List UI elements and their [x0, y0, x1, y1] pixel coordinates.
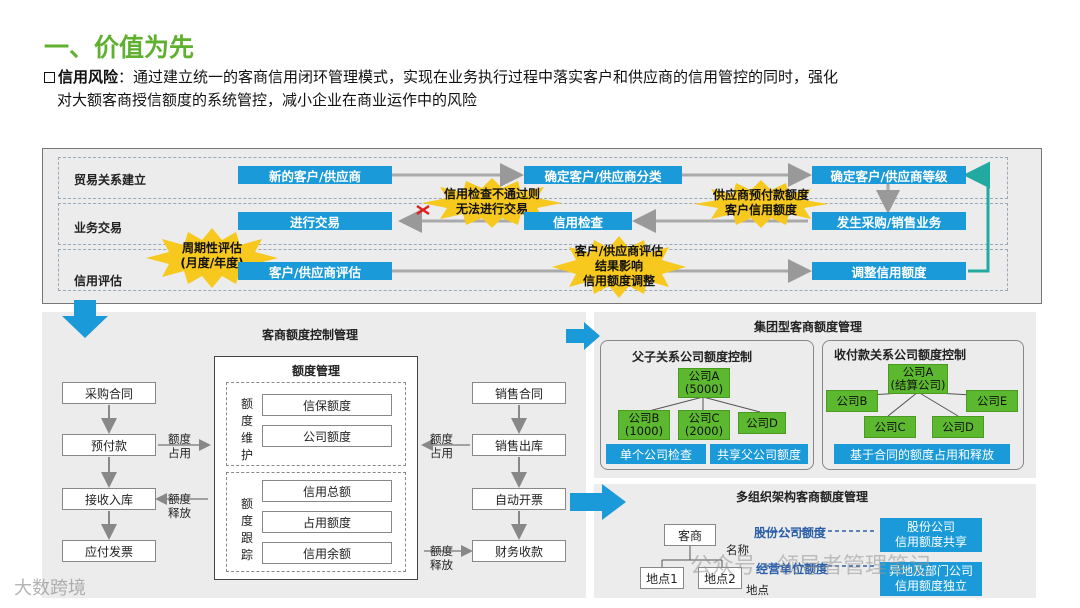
- burst-result-text: 客户/供应商评估结果影响信用额度调整: [574, 244, 664, 288]
- checkbox-bullet-icon: [44, 72, 55, 83]
- label-release-right: 额度释放: [430, 544, 453, 572]
- lane-credit-evaluation: [58, 249, 1008, 291]
- item-occupied-quota: 占用额度: [262, 511, 392, 533]
- finance-collection: 财务收款: [472, 540, 566, 562]
- track-vertical-label: 额度跟踪: [240, 497, 253, 562]
- location-2: 地点2: [698, 567, 742, 589]
- box-grade: 确定客户/供应商等级: [812, 166, 966, 184]
- item-credit-balance: 信用余额: [262, 542, 392, 564]
- box-classify: 确定客户/供应商分类: [524, 166, 682, 184]
- label-occupy-left: 额度占用: [168, 432, 191, 460]
- pay-company-b: 公司B: [826, 390, 878, 412]
- quota-management-title: 额度管理: [292, 364, 341, 378]
- independent-credit-box: 异地及部门公司信用额度独立: [880, 562, 982, 596]
- box-adjust: 调整信用额度: [812, 262, 966, 280]
- pc-foot-single-check: 单个公司检查: [606, 444, 706, 464]
- burst-credit-fail: [422, 178, 562, 228]
- burst-credit-fail-text: 信用检查不通过则无法进行交易: [443, 187, 540, 216]
- sales-outbound: 销售出库: [472, 434, 566, 456]
- share-company-quota-label: 股份公司额度: [754, 526, 827, 540]
- pc-company-d: 公司D: [738, 412, 786, 434]
- quota-track-group: [226, 472, 406, 572]
- down-arrow-icon: [62, 300, 108, 338]
- lane-label-trade: 贸易关系建立: [74, 173, 147, 187]
- lane-label-business: 业务交易: [74, 221, 123, 235]
- label-name: 名称: [726, 543, 749, 557]
- sales-contract: 销售合同: [472, 382, 566, 404]
- page-title: 一、价值为先: [44, 33, 195, 62]
- box-credit-check: 信用检查: [524, 212, 632, 230]
- label-release-left: 额度释放: [168, 492, 191, 520]
- desc-line-1: ：通过建立统一的客商信用闭环管理模式，实现在业务执行过程中落实客户和供应商的信用…: [118, 68, 839, 86]
- parent-child-title: 父子关系公司额度控制: [632, 350, 753, 364]
- item-credit-insurance-quota: 信保额度: [262, 394, 392, 416]
- unit-quota-label: 经营单位额度: [756, 562, 829, 576]
- pay-company-c: 公司C: [864, 416, 916, 438]
- prepayment: 预付款: [62, 434, 156, 456]
- pc-foot-share-parent: 共享父公司额度: [710, 444, 808, 464]
- pc-company-c: 公司C(2000): [678, 410, 730, 440]
- group-quota-title: 集团型客商额度管理: [754, 320, 863, 334]
- item-credit-total: 信用总额: [262, 480, 392, 502]
- box-evaluate: 客户/供应商评估: [238, 262, 392, 280]
- multi-org-title: 多组织架构客商额度管理: [736, 490, 869, 504]
- shared-credit-box: 股份公司信用额度共享: [880, 518, 982, 552]
- page-description: 信用风险：通过建立统一的客商信用闭环管理模式，实现在业务执行过程中落实客户和供应…: [44, 66, 1044, 112]
- box-trade: 进行交易: [238, 212, 392, 230]
- auto-invoicing: 自动开票: [472, 488, 566, 510]
- maintain-vertical-label: 额度维护: [240, 397, 253, 462]
- box-new-partner: 新的客户/供应商: [238, 166, 392, 184]
- burst-periodic-text: 周期性评估(月度/年度): [180, 241, 244, 270]
- burst-prepay-text: 供应商预付款额度客户信用额度: [712, 188, 809, 217]
- red-cross-icon: [416, 204, 430, 216]
- label-occupy-right: 额度占用: [430, 432, 453, 460]
- watermark-right: 公众号 · 领导者管理笔记: [690, 554, 931, 579]
- purchase-contract: 采购合同: [62, 382, 156, 404]
- burst-result: [552, 236, 686, 298]
- location-1: 地点1: [640, 567, 684, 589]
- payment-relation-title: 收付款关系公司额度控制: [834, 348, 967, 362]
- watermark-left: 大数跨境: [14, 578, 86, 599]
- pay-foot-contract-based: 基于合同的额度占用和释放: [834, 444, 1010, 464]
- right-arrow-icon-1: [566, 322, 600, 350]
- desc-keyword: 信用风险: [58, 68, 119, 86]
- item-company-quota: 公司额度: [262, 425, 392, 447]
- desc-line-2: 对大额客商授信额度的系统管控，减小企业在商业运作中的风险: [57, 91, 478, 109]
- payable-invoice: 应付发票: [62, 540, 156, 562]
- pay-company-d: 公司D: [932, 416, 984, 438]
- quota-maintain-group: [226, 382, 406, 466]
- lane-label-evaluation: 信用评估: [74, 274, 123, 288]
- box-purchase-sales: 发生采购/销售业务: [812, 212, 966, 230]
- burst-periodic: [146, 228, 278, 288]
- pay-company-e: 公司E: [966, 390, 1018, 412]
- pc-company-a: 公司A(5000): [678, 368, 730, 398]
- right-arrow-icon-2: [570, 484, 626, 520]
- burst-prepay: [694, 180, 828, 228]
- pc-company-b: 公司B(1000): [618, 410, 670, 440]
- label-location: 地点: [746, 583, 769, 597]
- merchant-box: 客商: [664, 524, 716, 546]
- quota-control-title: 客商额度控制管理: [262, 328, 359, 342]
- pay-company-a: 公司A(结算公司): [888, 364, 948, 394]
